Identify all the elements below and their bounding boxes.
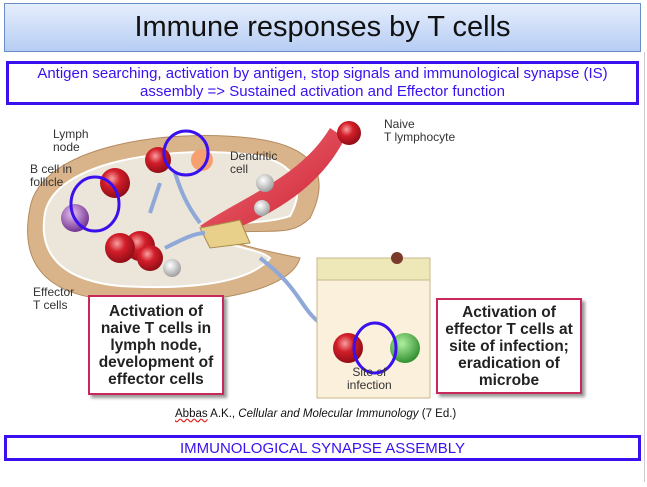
slide-edge [644, 52, 645, 482]
slide-title: Immune responses by T cells [134, 11, 511, 43]
label-line: Site of [352, 365, 387, 379]
label-b-cell: B cell in follicle [30, 163, 72, 189]
subtitle-line-1: Antigen searching, activation by antigen… [37, 65, 608, 82]
title-banner: Immune responses by T cells [4, 3, 641, 52]
label-line: Dendritic [230, 149, 278, 163]
bottom-banner: IMMUNOLOGICAL SYNAPSE ASSEMBLY [4, 435, 641, 461]
label-site-infection: Site of infection [347, 366, 392, 392]
callout-line: Activation of [109, 302, 203, 320]
label-line: infection [347, 378, 392, 392]
callout-line: microbe [478, 371, 540, 389]
is-highlight-dendritic [162, 129, 210, 177]
label-lymph-node: Lymph node [53, 128, 89, 154]
subtitle-box: Antigen searching, activation by antigen… [6, 61, 639, 105]
citation-author: Abbas [175, 408, 208, 420]
callout-line: effector T cells at [445, 320, 573, 338]
label-line: cell [230, 162, 249, 176]
is-highlight-infection [352, 321, 398, 375]
label-line: Naive [384, 117, 415, 131]
label-line: Lymph [53, 127, 89, 141]
callout-line: development of [98, 353, 214, 371]
callout-line: Activation of [462, 303, 556, 321]
lymphatic-vessel [200, 128, 345, 236]
label-line: follicle [30, 175, 64, 189]
label-dendritic-cell: Dendritic cell [230, 150, 277, 176]
callout-line: eradication of [458, 354, 560, 372]
label-line: node [53, 140, 80, 154]
t-cell-diagram: Lymph node B cell in follicle Dendritic … [0, 108, 647, 408]
callout-line: site of infection; [449, 337, 569, 355]
callout-line: lymph node, [110, 336, 202, 354]
label-line: B cell in [30, 162, 73, 176]
diagram-illustration [27, 121, 431, 399]
label-naive-t: Naive T lymphocyte [384, 118, 455, 144]
subtitle-line-2: assembly => Sustained activation and Eff… [140, 83, 505, 100]
callout-infection-site: Activation of effector T cells at site o… [436, 298, 582, 394]
naive-t-lymphocyte [337, 121, 361, 145]
callout-line: effector cells [108, 370, 204, 388]
citation-book: Cellular and Molecular Immunology [238, 408, 419, 420]
citation-edition: (7 Ed.) [418, 408, 457, 420]
label-effector-t: Effector T cells [33, 286, 74, 312]
citation: Abbas A.K., Cellular and Molecular Immun… [175, 408, 456, 420]
label-line: T lymphocyte [384, 130, 456, 144]
bottom-banner-text: IMMUNOLOGICAL SYNAPSE ASSEMBLY [179, 439, 466, 457]
callout-line: naive T cells in [100, 319, 212, 337]
is-highlight-b-cell [69, 175, 121, 233]
callout-lymph-node: Activation of naive T cells in lymph nod… [88, 295, 224, 395]
label-line: Effector [33, 285, 75, 299]
label-line: T cells [33, 298, 68, 312]
citation-author-initials: A.K., [207, 408, 239, 420]
